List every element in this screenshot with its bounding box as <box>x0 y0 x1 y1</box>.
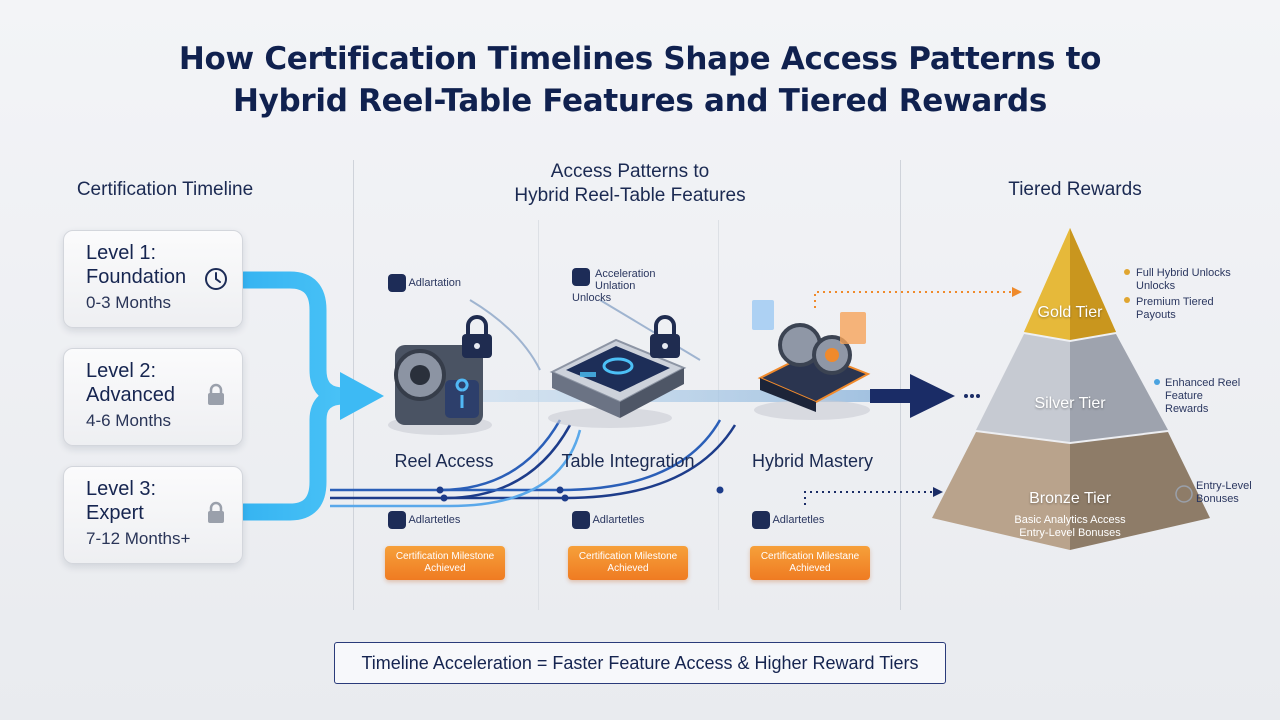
timeline-arrowhead <box>340 372 384 420</box>
level-2-subtitle: Advanced <box>86 384 175 406</box>
divider-right <box>900 160 901 610</box>
level-1-title: Level 1: <box>86 242 157 264</box>
key-icon <box>572 511 590 529</box>
level-1-duration: 0-3 Months <box>86 293 172 312</box>
level-card-2[interactable]: Level 2: Advanced 4-6 Months <box>63 348 243 446</box>
connector-lines <box>330 299 737 508</box>
hybrid-bottom-tag-text: Adlartetles <box>772 513 825 526</box>
gold-note-2-line-1: Premium Tiered <box>1136 296 1214 308</box>
silver-tier-shape <box>976 334 1168 442</box>
title-line-2: Hybrid Reel-Table Features and Tiered Re… <box>232 83 1048 119</box>
level-card-3[interactable]: Level 3: Expert 7-12 Months+ <box>63 466 243 564</box>
level-1-subtitle: Foundation <box>86 266 187 288</box>
beam-dots <box>964 394 980 398</box>
bronze-leader-line <box>804 491 935 505</box>
bronze-tier-detail-2: Entry-Level Bonuses <box>1019 527 1121 539</box>
gold-note-2: Premium Tiered Payouts <box>1136 296 1214 322</box>
table-bottom-tag: Adlartetles <box>572 511 644 529</box>
milestone-hybrid-line-1: Certification Milestane <box>760 551 860 562</box>
bronze-note: Entry-Level Bonuses <box>1196 480 1252 506</box>
reel-top-tag-text: Adlartation <box>408 276 462 289</box>
level-3-title: Level 3: <box>86 478 157 500</box>
clock-icon <box>205 268 227 290</box>
column-header-timeline: Certification Timeline <box>76 179 254 200</box>
hybrid-bottom-tag: Adlartetles <box>752 511 824 529</box>
hybrid-machine-icon <box>752 300 871 420</box>
level-2-duration: 4-6 Months <box>86 411 172 430</box>
reel-top-tag: Adlartation <box>388 274 461 292</box>
level-3-duration: 7-12 Months+ <box>86 529 191 548</box>
bronze-leader-arrow <box>933 487 943 497</box>
silver-note-line-3: Rewards <box>1165 403 1209 415</box>
milestone-table-line-1: Certification Milestone <box>578 551 678 562</box>
reel-lock-icon <box>462 315 492 358</box>
gold-note-1: Full Hybrid Unlocks Unlocks <box>1136 267 1231 293</box>
silver-note-line-2: Feature <box>1165 390 1203 402</box>
column-header-access-line-2: Hybrid Reel-Table Features <box>514 185 746 206</box>
milestone-badge-hybrid: Certification Milestane Achieved <box>750 546 870 580</box>
gold-note-1-line-1: Full Hybrid Unlocks <box>1136 267 1231 279</box>
feature-label-hybrid: Hybrid Mastery <box>751 451 874 471</box>
milestone-reel-line-2: Achieved <box>424 563 466 574</box>
column-header-access: Access Patterns to Hybrid Reel-Table Fea… <box>470 160 790 208</box>
divider-mid-1 <box>538 220 539 610</box>
feature-beam <box>440 390 910 402</box>
beam-arrowhead <box>910 374 955 418</box>
connector-dots <box>436 486 724 502</box>
table-bottom-tag-text: Adlartetles <box>592 513 645 526</box>
bronze-note-line-2: Bonuses <box>1196 493 1239 505</box>
lock-icon <box>208 383 224 405</box>
silver-note: Enhanced Reel Feature Rewards <box>1165 377 1240 416</box>
bronze-note-line-1: Entry-Level <box>1196 480 1252 492</box>
gold-tier-shape <box>1024 228 1116 340</box>
level-2-title: Level 2: <box>86 360 157 382</box>
gold-note-1-line-2: Unlocks <box>1136 280 1176 292</box>
beam-arrow-shaft <box>870 389 912 403</box>
milestone-badge-table: Certification Milestone Achieved <box>568 546 688 580</box>
bronze-tier-details: Basic Analytics Access Entry-Level Bonus… <box>990 514 1150 540</box>
key-icon <box>388 274 406 292</box>
divider-mid-2 <box>718 220 719 610</box>
gold-note-2-line-2: Payouts <box>1136 309 1176 321</box>
table-top-tag-line-1: Acceleration Unlation <box>595 268 656 292</box>
level-card-1[interactable]: Level 1: Foundation 0-3 Months <box>63 230 243 328</box>
reel-bottom-tag-text: Adlartetles <box>408 513 461 526</box>
column-header-access-line-1: Access Patterns to <box>550 161 710 182</box>
silver-tier-label: Silver Tier <box>1034 395 1106 412</box>
summary-banner: Timeline Acceleration = Faster Feature A… <box>334 642 946 684</box>
feature-label-table: Table Integration <box>561 451 695 471</box>
level-3-subtitle: Expert <box>86 502 144 524</box>
column-header-rewards: Tiered Rewards <box>1008 179 1142 200</box>
key-icon <box>572 268 590 286</box>
page-title: How Certification Timelines Shape Access… <box>0 38 1280 122</box>
table-lock-icon <box>650 315 680 358</box>
bronze-tier-detail-1: Basic Analytics Access <box>1014 514 1126 526</box>
reel-machine-icon <box>388 345 492 435</box>
tier-markers <box>1124 269 1193 503</box>
feature-label-reel: Reel Access <box>394 451 494 471</box>
bronze-tier-shape <box>932 432 1210 550</box>
timeline-flow-arrows <box>235 271 353 521</box>
gold-leader-arrow <box>1012 287 1022 297</box>
milestone-reel-line-1: Certification Milestone <box>395 551 495 562</box>
title-line-1: How Certification Timelines Shape Access… <box>178 41 1102 77</box>
bronze-tier-label: Bronze Tier <box>1029 490 1111 507</box>
table-top-tag-line-2: Unlocks <box>572 292 612 304</box>
milestone-badge-reel: Certification Milestone Achieved <box>385 546 505 580</box>
reel-bottom-tag: Adlartetles <box>388 511 460 529</box>
milestone-table-line-2: Achieved <box>607 563 649 574</box>
gold-leader-line <box>814 291 1015 308</box>
silver-note-line-1: Enhanced Reel <box>1165 377 1241 389</box>
milestone-hybrid-line-2: Achieved <box>789 563 831 574</box>
lock-icon <box>208 501 224 523</box>
table-top-tag: Acceleration Unlation Unlocks <box>572 268 676 304</box>
gold-tier-label: Gold Tier <box>1037 304 1103 321</box>
key-icon <box>388 511 406 529</box>
key-icon <box>752 511 770 529</box>
